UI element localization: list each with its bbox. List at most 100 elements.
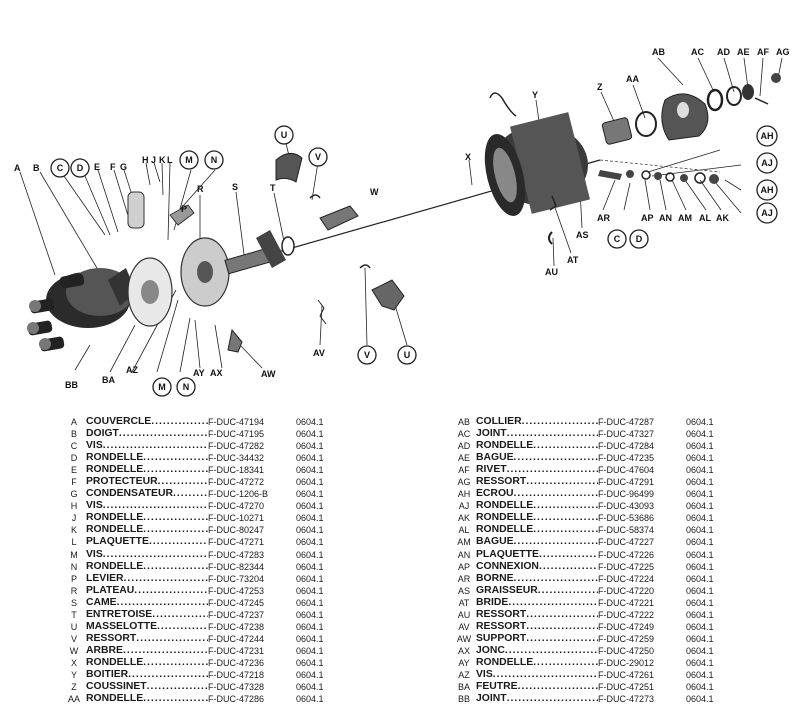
part-name: ENTRETOISE — [86, 608, 153, 620]
part-reference: F-DUC-47604 — [598, 465, 655, 476]
label-AD: AD — [717, 47, 730, 57]
label-AG: AG — [776, 47, 790, 57]
part-reference: F-DUC-47225 — [598, 561, 655, 572]
dot-leader: .............................. — [513, 572, 598, 584]
label-G: G — [120, 162, 127, 172]
dot-leader: .............................. — [143, 464, 208, 476]
circle-AH2 — [756, 179, 778, 201]
part-name: PLAQUETTE — [86, 536, 149, 548]
part-name: COUSSINET — [86, 681, 147, 693]
part-reference: F-DUC-73204 — [208, 573, 265, 584]
part-name: RONDELLE — [476, 500, 534, 512]
part-reference: F-DUC-10271 — [208, 513, 265, 524]
label-AV: AV — [313, 348, 325, 358]
part-row: YBOITIER..............................F-… — [62, 669, 422, 681]
part-code: B — [70, 429, 77, 440]
part-name-cell: PLAQUETTE.............................. — [476, 549, 598, 561]
part-name-cell: BRIDE.............................. — [476, 597, 598, 609]
dot-leader: .............................. — [123, 572, 208, 584]
part-reference: F-DUC-47227 — [598, 537, 655, 548]
part-reference: F-DUC-47287 — [598, 417, 655, 427]
dot-leader: .............................. — [508, 596, 598, 608]
circle-V1 — [308, 147, 328, 167]
part-name-cell: VIS.............................. — [86, 500, 208, 512]
part-reference: F-DUC-47251 — [598, 682, 655, 693]
part-code: Y — [70, 669, 77, 680]
dot-leader: .............................. — [526, 632, 598, 644]
dot-leader: .............................. — [118, 428, 208, 440]
part-name: RONDELLE — [476, 512, 534, 524]
weight-upper — [275, 153, 303, 183]
part-date: 0604.1 — [686, 585, 714, 596]
part-date: 0604.1 — [296, 621, 324, 632]
part-row: ACJOINT..............................F-D… — [452, 428, 800, 440]
ring-ae — [742, 84, 754, 100]
part-code: T — [71, 609, 77, 620]
support — [227, 328, 243, 353]
label-A: A — [14, 163, 21, 173]
label-AC: AC — [691, 47, 704, 57]
part-date: 0604.1 — [686, 621, 714, 632]
part-row: UMASSELOTTE.............................… — [62, 621, 422, 633]
part-row: GCONDENSATEUR...........................… — [62, 488, 422, 500]
circle-M2 — [152, 377, 172, 397]
part-row: ALRONDELLE..............................… — [452, 524, 800, 536]
part-row: AJRONDELLE..............................… — [452, 500, 800, 512]
part-date: 0604.1 — [296, 682, 324, 693]
part-name-cell: CAME.............................. — [86, 597, 208, 609]
part-name: RONDELLE — [86, 512, 144, 524]
part-code: P — [70, 573, 77, 584]
dot-leader: .............................. — [157, 476, 208, 488]
part-name: CONNEXION — [476, 560, 539, 572]
part-name: RONDELLE — [86, 656, 144, 668]
label-AM: AM — [678, 213, 692, 223]
dot-leader: .............................. — [102, 500, 208, 512]
label-AB: AB — [652, 47, 665, 57]
part-code: C — [70, 441, 78, 452]
part-name-cell: ENTRETOISE.............................. — [86, 609, 208, 621]
part-reference: F-DUC-47237 — [208, 609, 265, 620]
part-date: 0604.1 — [686, 465, 714, 476]
part-row: BBJOINT..............................F-D… — [452, 693, 800, 705]
part-row: VRESSORT..............................F-… — [62, 633, 422, 645]
part-code: A — [70, 417, 77, 427]
circled-U2: U — [404, 350, 411, 360]
part-name: FEUTRE — [476, 681, 518, 693]
label-AS: AS — [576, 230, 589, 240]
part-name-cell: RESSORT.............................. — [476, 621, 598, 633]
part-reference: F-DUC-47220 — [598, 585, 655, 596]
circled-labels — [50, 125, 778, 397]
part-row: AURESSORT..............................F… — [452, 609, 800, 621]
circle-M1 — [179, 150, 199, 170]
part-name: RONDELLE — [86, 524, 144, 536]
part-name: RONDELLE — [86, 560, 144, 572]
part-reference: F-DUC-47283 — [208, 549, 265, 560]
part-date: 0604.1 — [296, 525, 324, 536]
part-code: R — [70, 585, 78, 596]
part-name: RONDELLE — [476, 656, 534, 668]
lever — [169, 204, 195, 226]
part-date: 0604.1 — [296, 429, 324, 440]
part-date: 0604.1 — [296, 609, 324, 620]
part-name-cell: RONDELLE.............................. — [476, 500, 598, 512]
part-reference: F-DUC-47282 — [208, 441, 265, 452]
spring-au — [548, 231, 553, 245]
dot-leader: .............................. — [533, 500, 598, 512]
dot-leader: .............................. — [533, 524, 598, 536]
part-reference: F-DUC-47221 — [598, 597, 655, 608]
label-BB: BB — [65, 380, 78, 390]
dot-leader: .............................. — [492, 668, 598, 680]
circled-C1: C — [57, 163, 64, 173]
dot-leader: .............................. — [134, 584, 208, 596]
seal-ring — [706, 88, 724, 112]
bride — [549, 195, 557, 211]
part-name: ÉCROU — [476, 488, 514, 500]
part-date: 0604.1 — [296, 537, 324, 548]
circled-V2: V — [364, 350, 370, 360]
part-code: AC — [457, 429, 471, 440]
part-code: K — [70, 525, 77, 536]
part-reference: F-DUC-47245 — [208, 597, 265, 608]
part-name-cell: COUSSINET.............................. — [86, 681, 208, 693]
weight-lower — [371, 279, 405, 311]
